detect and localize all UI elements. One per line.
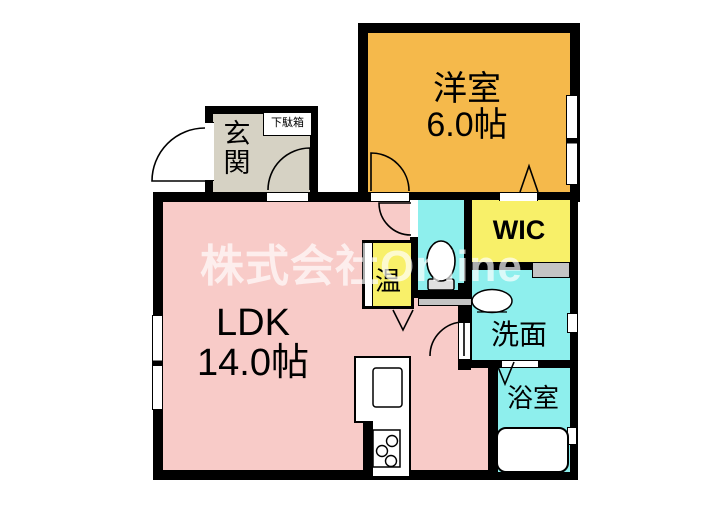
kitchen-sink [372, 367, 403, 408]
label-water-heater: 温 [374, 266, 401, 296]
window-ldk-left [152, 315, 163, 410]
window-washroom-right [567, 313, 578, 333]
opening-entrance-ldk [266, 193, 309, 201]
label-entrance: 玄関 [223, 119, 251, 178]
door-arc-entrance-inner [267, 147, 311, 191]
counter-washroom [532, 262, 570, 278]
ldk-size: 14.0帖 [197, 342, 309, 385]
box-water-heater [362, 240, 414, 309]
stove-burner [384, 454, 398, 468]
toilet-bowl [426, 240, 456, 282]
opening-bathroom-fold-door [501, 361, 539, 367]
ldk-name: LDK [216, 302, 290, 344]
label-ldk: LDK 14.0帖 [153, 303, 353, 384]
western-room-name: 洋室 [433, 70, 501, 108]
room-western [358, 23, 580, 202]
label-washroom: 洗面 [490, 319, 547, 350]
opening-wic-fold-door [499, 193, 538, 201]
stove-burner [375, 444, 389, 458]
water-heater-door [365, 243, 373, 306]
opening-western-door [370, 193, 410, 201]
shoe-cabinet-box: 下駄箱 [263, 112, 312, 136]
label-wic: WIC [492, 215, 546, 245]
watermark: 株式会社Online [200, 242, 523, 291]
fold-door-bathroom [495, 361, 515, 387]
opening-entry-door [205, 122, 214, 181]
fold-door-wic [519, 163, 539, 193]
wall-kitchen-side [363, 422, 372, 478]
door-arc-western [370, 152, 410, 192]
label-bathroom: 浴室 [506, 383, 559, 413]
door-arc-toilet [378, 202, 412, 236]
door-arc-washroom [429, 321, 465, 357]
label-western-room: 洋室 6.0帖 [367, 71, 567, 143]
window-western-right [566, 95, 578, 185]
door-arc-entry [151, 127, 206, 182]
bathtub [496, 427, 569, 473]
fold-door-water-heater [392, 309, 414, 332]
opening-toilet-door [410, 199, 418, 238]
stove-burner [385, 434, 399, 448]
western-room-size: 6.0帖 [426, 106, 508, 145]
